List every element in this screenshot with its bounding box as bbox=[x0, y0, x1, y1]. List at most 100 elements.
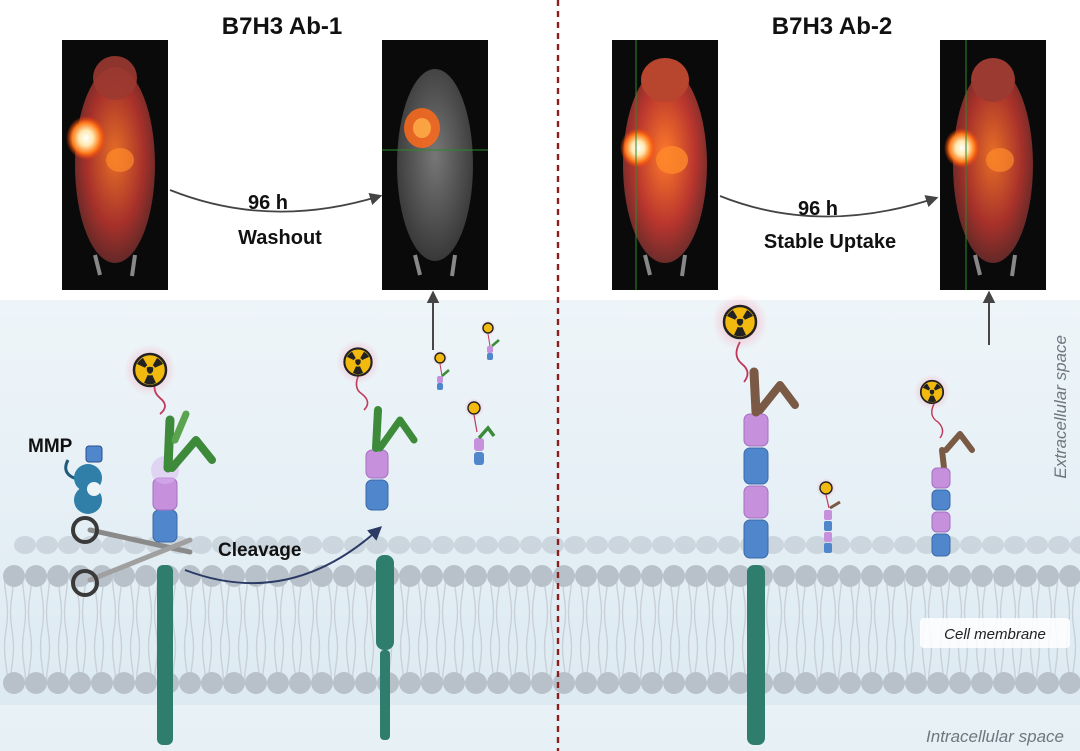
receptor-tall-right bbox=[743, 413, 769, 745]
lipid-head bbox=[36, 536, 58, 554]
lipid-head bbox=[190, 536, 212, 554]
cleavage-label: Cleavage bbox=[218, 540, 301, 561]
mmp-enzyme-icon bbox=[64, 445, 103, 514]
time-arrow-left bbox=[169, 189, 383, 213]
small-fragment bbox=[480, 320, 500, 360]
lipid-head bbox=[135, 672, 157, 694]
lipid-head bbox=[421, 565, 443, 587]
lipid-head bbox=[509, 565, 531, 587]
lipid-head bbox=[652, 536, 674, 554]
scissors-icon bbox=[71, 516, 193, 597]
lipid-head bbox=[971, 565, 993, 587]
lipid-head bbox=[443, 672, 465, 694]
lipid-head bbox=[861, 672, 883, 694]
small-fragment bbox=[432, 350, 450, 390]
lipid-head bbox=[949, 672, 971, 694]
lipid-head bbox=[212, 536, 234, 554]
lipid-head bbox=[575, 672, 597, 694]
lipid-head bbox=[1004, 536, 1026, 554]
lipid-head bbox=[25, 672, 47, 694]
lipid-head bbox=[498, 536, 520, 554]
lipid-head bbox=[487, 672, 509, 694]
small-fragment bbox=[464, 398, 496, 465]
lipid-head bbox=[531, 565, 553, 587]
lipid-head bbox=[707, 565, 729, 587]
lipid-head bbox=[465, 565, 487, 587]
lipid-head bbox=[289, 672, 311, 694]
lipid-head bbox=[201, 565, 223, 587]
lipid-head bbox=[14, 536, 36, 554]
right-panel-title: B7H3 Ab-2 bbox=[772, 13, 892, 40]
radiation-icon bbox=[124, 344, 176, 396]
lipid-head bbox=[388, 536, 410, 554]
lipid-head bbox=[971, 672, 993, 694]
right-outcome-label: Stable Uptake bbox=[764, 231, 896, 253]
lipid-head bbox=[894, 536, 916, 554]
lipid-head bbox=[993, 565, 1015, 587]
pet-scan-ab2-96h bbox=[940, 40, 1046, 290]
lipid-head bbox=[641, 672, 663, 694]
lipid-head bbox=[1059, 672, 1080, 694]
lipid-head bbox=[531, 672, 553, 694]
lipid-head bbox=[839, 672, 861, 694]
lipid-head bbox=[25, 565, 47, 587]
lipid-head bbox=[817, 565, 839, 587]
lipid-head bbox=[1015, 672, 1037, 694]
lipid-head bbox=[597, 672, 619, 694]
lipid-head bbox=[883, 672, 905, 694]
lipid-head bbox=[47, 672, 69, 694]
lipid-head bbox=[564, 536, 586, 554]
lipid-head bbox=[905, 672, 927, 694]
intracellular-label: Intracellular space bbox=[926, 727, 1064, 746]
shed-ecd-with-ab1 bbox=[336, 340, 418, 511]
lipid-head bbox=[630, 536, 652, 554]
small-fragment bbox=[816, 478, 841, 553]
lipid-head bbox=[553, 672, 575, 694]
lipid-head bbox=[773, 565, 795, 587]
lipid-head bbox=[850, 536, 872, 554]
lipid-head bbox=[256, 536, 278, 554]
lipid-head bbox=[58, 536, 80, 554]
lipid-head bbox=[410, 536, 432, 554]
lipid-head bbox=[982, 536, 1004, 554]
lipid-head bbox=[641, 565, 663, 587]
lipid-head bbox=[179, 672, 201, 694]
lipid-head bbox=[575, 565, 597, 587]
lipid-head bbox=[509, 672, 531, 694]
lipid-head bbox=[102, 536, 124, 554]
lipid-head bbox=[465, 672, 487, 694]
lipid-head bbox=[355, 565, 377, 587]
lipid-head bbox=[487, 565, 509, 587]
lipid-head bbox=[729, 565, 751, 587]
lipid-head bbox=[586, 536, 608, 554]
lipid-head bbox=[883, 565, 905, 587]
lipid-head bbox=[278, 536, 300, 554]
lipid-head bbox=[597, 565, 619, 587]
lipid-head bbox=[476, 536, 498, 554]
antibody-ab1-bound bbox=[153, 374, 216, 473]
lipid-head bbox=[223, 672, 245, 694]
lipid-head bbox=[685, 565, 707, 587]
lipid-head bbox=[454, 536, 476, 554]
left-outcome-label: Washout bbox=[238, 227, 322, 249]
lipid-head bbox=[905, 565, 927, 587]
lipid-head bbox=[520, 536, 542, 554]
lipid-head bbox=[784, 536, 806, 554]
lipid-head bbox=[729, 672, 751, 694]
lipid-head bbox=[795, 672, 817, 694]
mmp-label: MMP bbox=[28, 436, 73, 457]
lipid-head bbox=[267, 565, 289, 587]
lipid-head bbox=[1026, 536, 1048, 554]
lipid-head bbox=[663, 672, 685, 694]
lipid-head bbox=[1037, 672, 1059, 694]
antibody-ab2-bound bbox=[712, 294, 799, 417]
lipid-head bbox=[344, 536, 366, 554]
lipid-head bbox=[773, 672, 795, 694]
lipid-head bbox=[1070, 536, 1080, 554]
lipid-head bbox=[245, 672, 267, 694]
lipid-head bbox=[927, 565, 949, 587]
lipid-head bbox=[234, 536, 256, 554]
lipid-head bbox=[1048, 536, 1070, 554]
lipid-head bbox=[806, 536, 828, 554]
